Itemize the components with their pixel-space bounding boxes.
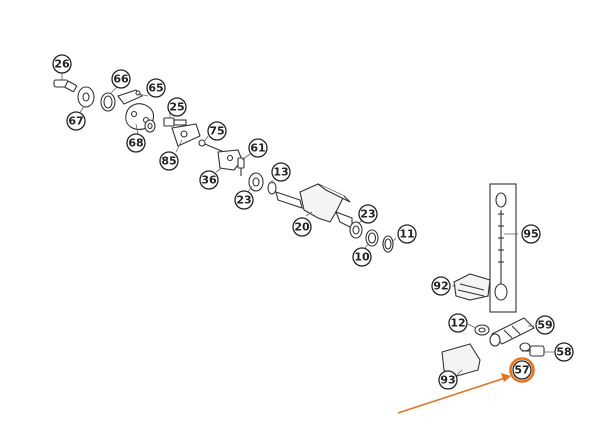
part-bolt-26 [53,79,78,93]
callout-label: 75 [209,125,224,138]
callout-label: 85 [161,155,176,168]
part-bushing-23a [248,172,264,192]
callout-68: 68 [126,133,146,153]
callout-label: 23 [360,208,375,221]
part-ring-66 [100,92,116,112]
part-ring-10 [365,229,379,247]
callout-13: 13 [271,162,291,182]
part-plate-36 [217,149,243,171]
part-lever-65 [117,89,143,105]
callout-23: 23 [358,204,378,224]
callout-36: 36 [199,170,219,190]
callout-label: 25 [169,101,184,114]
callout-61: 61 [248,138,268,158]
callout-58: 58 [554,342,574,362]
callout-label: 58 [556,346,571,359]
part-pushrod-95 [489,183,517,313]
callout-label: 13 [273,166,288,179]
part-bolt-61 [237,157,245,176]
callout-25: 25 [167,97,187,117]
part-ring-57 [519,342,531,352]
callout-26: 26 [52,54,72,74]
callout-20: 20 [292,217,312,237]
callout-75: 75 [207,121,227,141]
callout-12: 12 [448,313,468,333]
callout-23: 23 [234,190,254,210]
part-pin-75 [198,139,225,153]
part-cylinder-59 [489,317,535,347]
callout-10: 10 [352,247,372,267]
callout-label: 26 [54,58,70,71]
callout-95: 95 [521,224,541,244]
part-bolt-58 [522,345,545,357]
callout-label: 93 [440,374,455,387]
part-bracket-85 [171,123,201,147]
part-pad-93 [441,343,481,379]
part-bolt-25 [163,117,187,127]
part-ring-11 [382,235,394,253]
callout-label: 11 [399,228,414,241]
part-shaft-20 [275,183,353,229]
callout-57: 57 [509,357,535,383]
part-washer-67 [77,86,95,108]
callout-label: 57 [514,364,529,377]
callout-label: 68 [128,137,143,150]
callout-label: 10 [354,251,370,264]
arrow-shaft [397,377,506,414]
arrow-head-icon [501,373,511,382]
part-boot-92 [453,273,491,301]
callout-label: 65 [148,82,163,95]
callout-67: 67 [66,111,86,131]
part-washer-12 [474,324,490,336]
callout-label: 59 [537,319,552,332]
callout-label: 95 [523,228,538,241]
highlight-ring [509,357,535,383]
callout-label: 66 [113,73,129,86]
callout-59: 59 [535,315,555,335]
callout-92: 92 [431,276,451,296]
callout-label: 12 [450,317,465,330]
callout-label: 20 [294,221,310,234]
callout-85: 85 [159,151,179,171]
callout-93: 93 [438,370,458,390]
pointer-arrow [397,373,511,414]
callout-label: 36 [201,174,217,187]
callout-11: 11 [397,224,417,244]
callout-66: 66 [111,69,131,89]
callout-label: 23 [236,194,251,207]
callout-label: 92 [433,280,448,293]
part-washer-small [144,119,156,133]
callout-label: 67 [68,115,83,128]
callout-label: 61 [250,142,265,155]
part-bushing-23b [349,221,363,239]
callout-65: 65 [146,78,166,98]
